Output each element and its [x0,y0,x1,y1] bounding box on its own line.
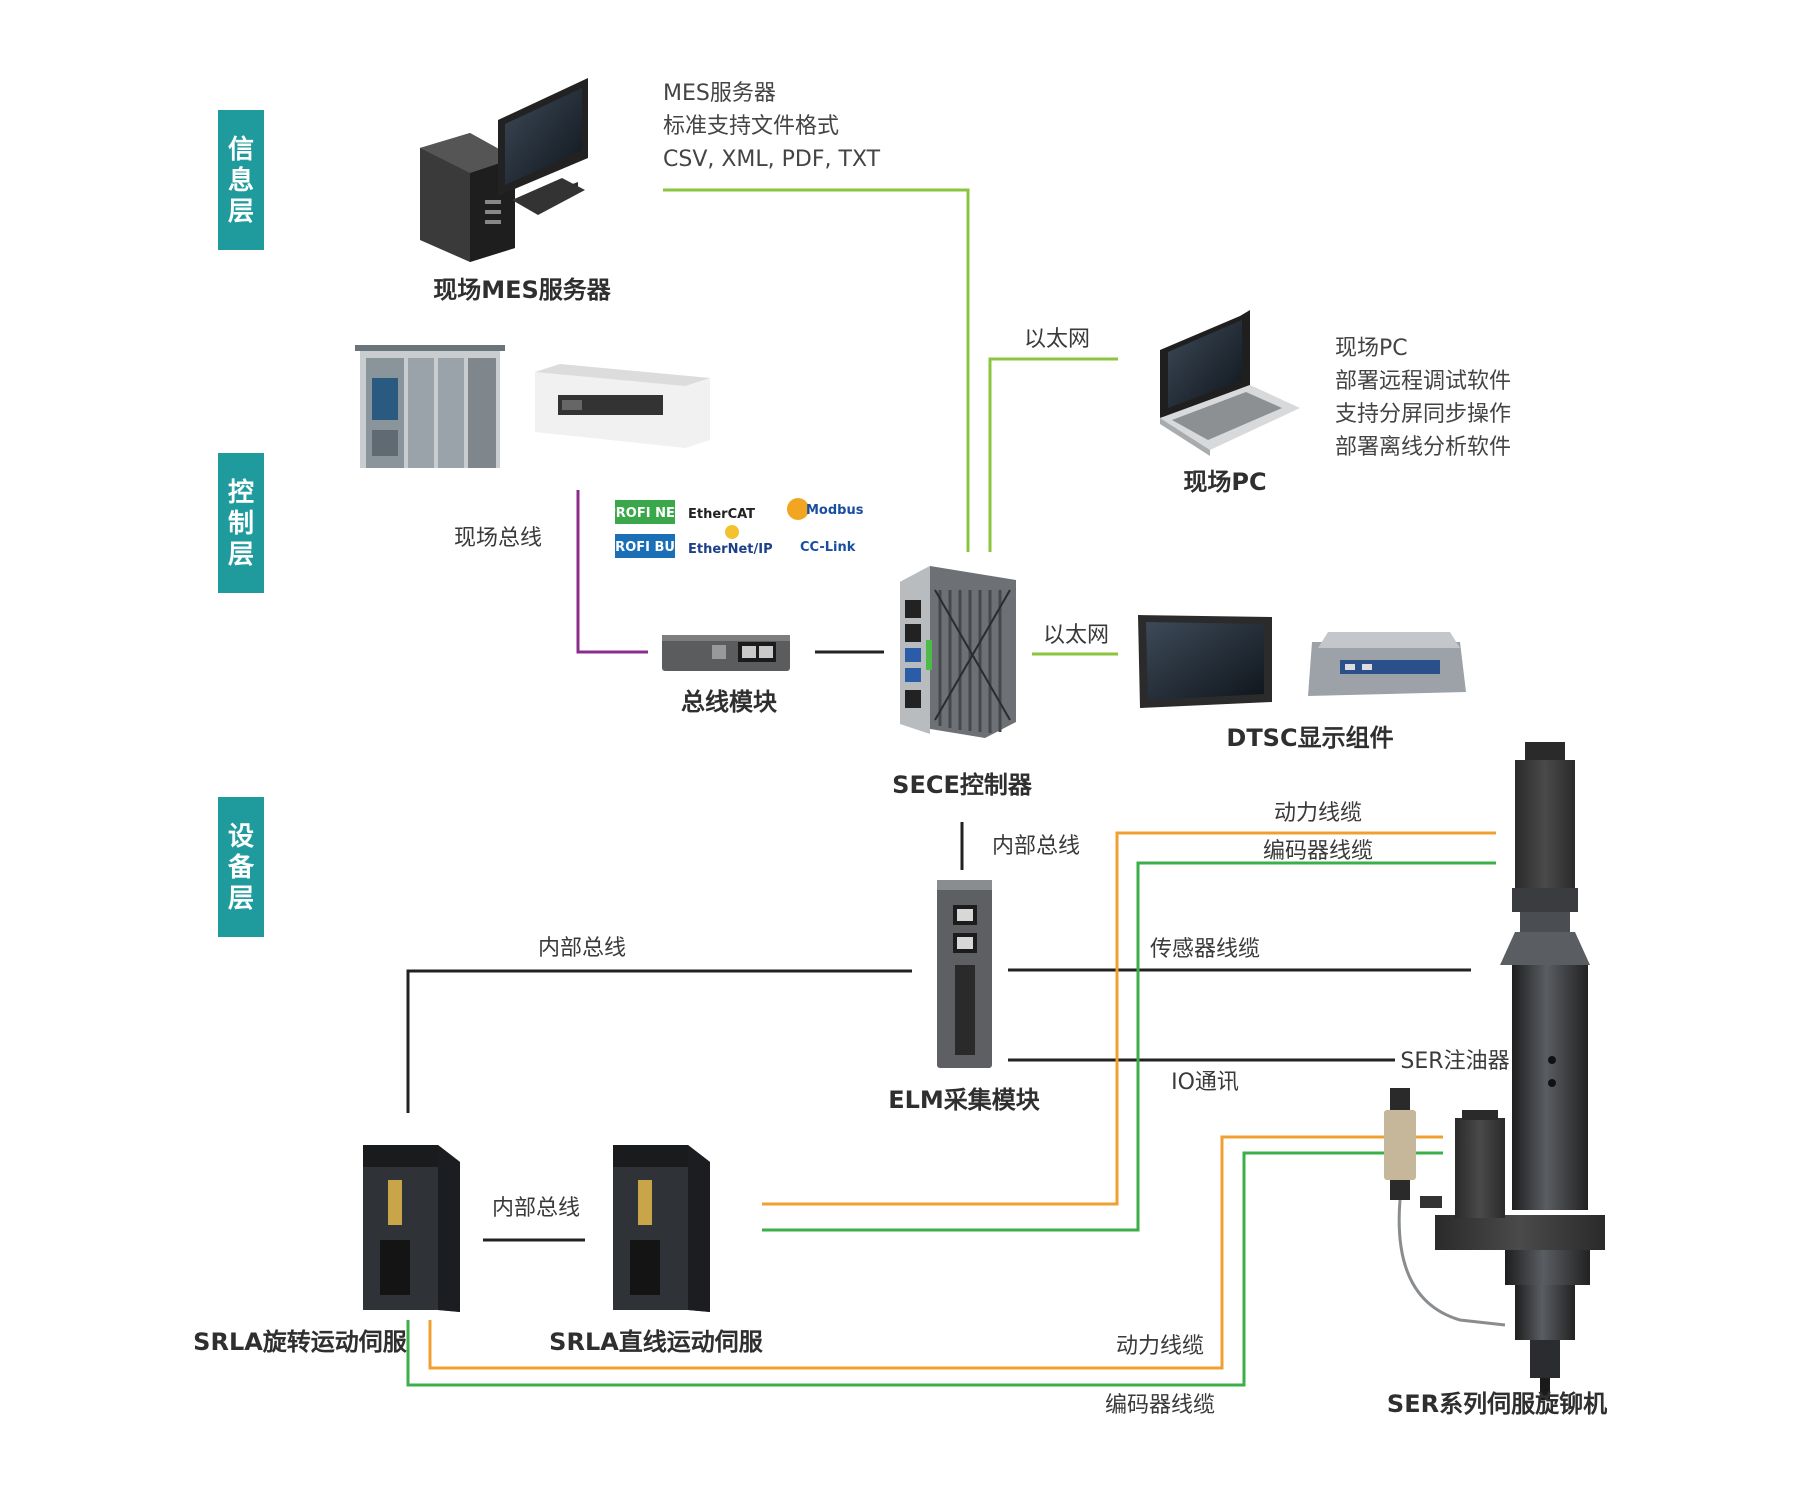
srla-rotary-image [363,1145,460,1312]
layer-tag-device: 设 备 层 [218,797,264,937]
layer-tag-info-char-2: 层 [228,197,254,227]
internal-bus-elm-label: 内部总线 [992,834,1080,859]
oiler-label: SER注油器 [1400,1049,1509,1074]
mes-server-label: 现场MES服务器 [433,276,612,304]
layer-tag-control-char-1: 制 [228,509,254,539]
site-pc-label: 现场PC [1183,468,1266,496]
ethernet-line-pc [988,357,1118,552]
power-cable-top-line [762,831,1496,1206]
layer-tag-info-char-1: 息 [228,165,254,196]
ethernet-dtsc-label: 以太网 [1043,623,1109,648]
srla-rotary-label: SRLA旋转运动伺服 [193,1328,408,1356]
layer-tag-device-char-2: 层 [228,884,254,914]
layer-tag-device-char-0: 设 [228,822,254,852]
modbus-logo: Modbus [806,503,864,518]
bus-module-image [662,635,790,671]
layer-tag-control-char-0: 控 [228,478,254,508]
dtsc-display-image [1138,615,1466,708]
encoder-cable-top-line [762,861,1496,1232]
layer-tag-control-char-2: 层 [228,540,254,570]
pc-note-line-3: 部署离线分析软件 [1335,435,1511,460]
power-cable-bottom-line [428,1135,1443,1370]
field-bus-label: 现场总线 [454,526,542,551]
srla-linear-label: SRLA直线运动伺服 [549,1328,764,1356]
io-comm-label: IO通讯 [1171,1070,1239,1095]
encoder-cable-bottom-line [406,1151,1443,1387]
dtsc-display-label: DTSC显示组件 [1226,724,1393,752]
fieldbus-line [576,490,648,654]
mes-note-line-2: CSV, XML, PDF, TXT [663,147,881,172]
ethercat-logo: EtherCAT [688,507,755,522]
profibus-logo: PROFI BUS [606,540,685,555]
cclink-logo: CC-Link [800,540,856,555]
layer-tag-control: 控 制 层 [218,453,264,593]
pc-note-line-0: 现场PC [1335,336,1408,361]
bus-module-label: 总线模块 [681,688,777,716]
internal-bus-left-line [406,969,912,1113]
ethernetip-logo: EtherNet/IP [688,542,773,557]
power-cable-bottom-label: 动力线缆 [1116,1334,1204,1359]
sece-controller-image [900,566,1016,738]
pc-note-line-2: 支持分屏同步操作 [1335,402,1511,427]
encoder-cable-top-label: 编码器线缆 [1263,839,1373,864]
ser-riveter-label: SER系列伺服旋铆机 [1387,1390,1607,1418]
ser-riveter-image [1384,742,1605,1400]
mes-server-image [420,78,588,262]
power-cable-top-label: 动力线缆 [1274,801,1362,826]
elm-module-label: ELM采集模块 [888,1086,1040,1114]
srla-linear-image [613,1145,710,1312]
connection-lines [406,188,1496,1387]
plc-hardware-image [355,345,710,468]
internal-bus-left-label: 内部总线 [538,936,626,961]
internal-bus-servo-label: 内部总线 [492,1196,580,1221]
sece-controller-label: SECE控制器 [892,771,1033,799]
profinet-logo: PROFI NET [606,506,684,521]
layer-tag-device-char-1: 备 [227,853,255,883]
layer-tag-info-char-0: 信 [228,135,254,165]
elm-module-image [937,880,992,1068]
ethernet-pc-label: 以太网 [1024,327,1090,352]
sensor-cable-label: 传感器线缆 [1150,937,1260,962]
encoder-cable-bottom-label: 编码器线缆 [1105,1393,1215,1418]
layer-tag-info: 信 息 层 [218,110,264,250]
ethernet-line-mes [663,188,970,552]
mes-note-line-1: 标准支持文件格式 [663,114,839,139]
pc-note-line-1: 部署远程调试软件 [1335,369,1511,394]
site-pc-image [1160,310,1300,456]
protocol-logos: PROFI NET PROFI BUS EtherCAT EtherNet/IP… [606,498,864,558]
mes-note-line-0: MES服务器 [663,81,776,106]
